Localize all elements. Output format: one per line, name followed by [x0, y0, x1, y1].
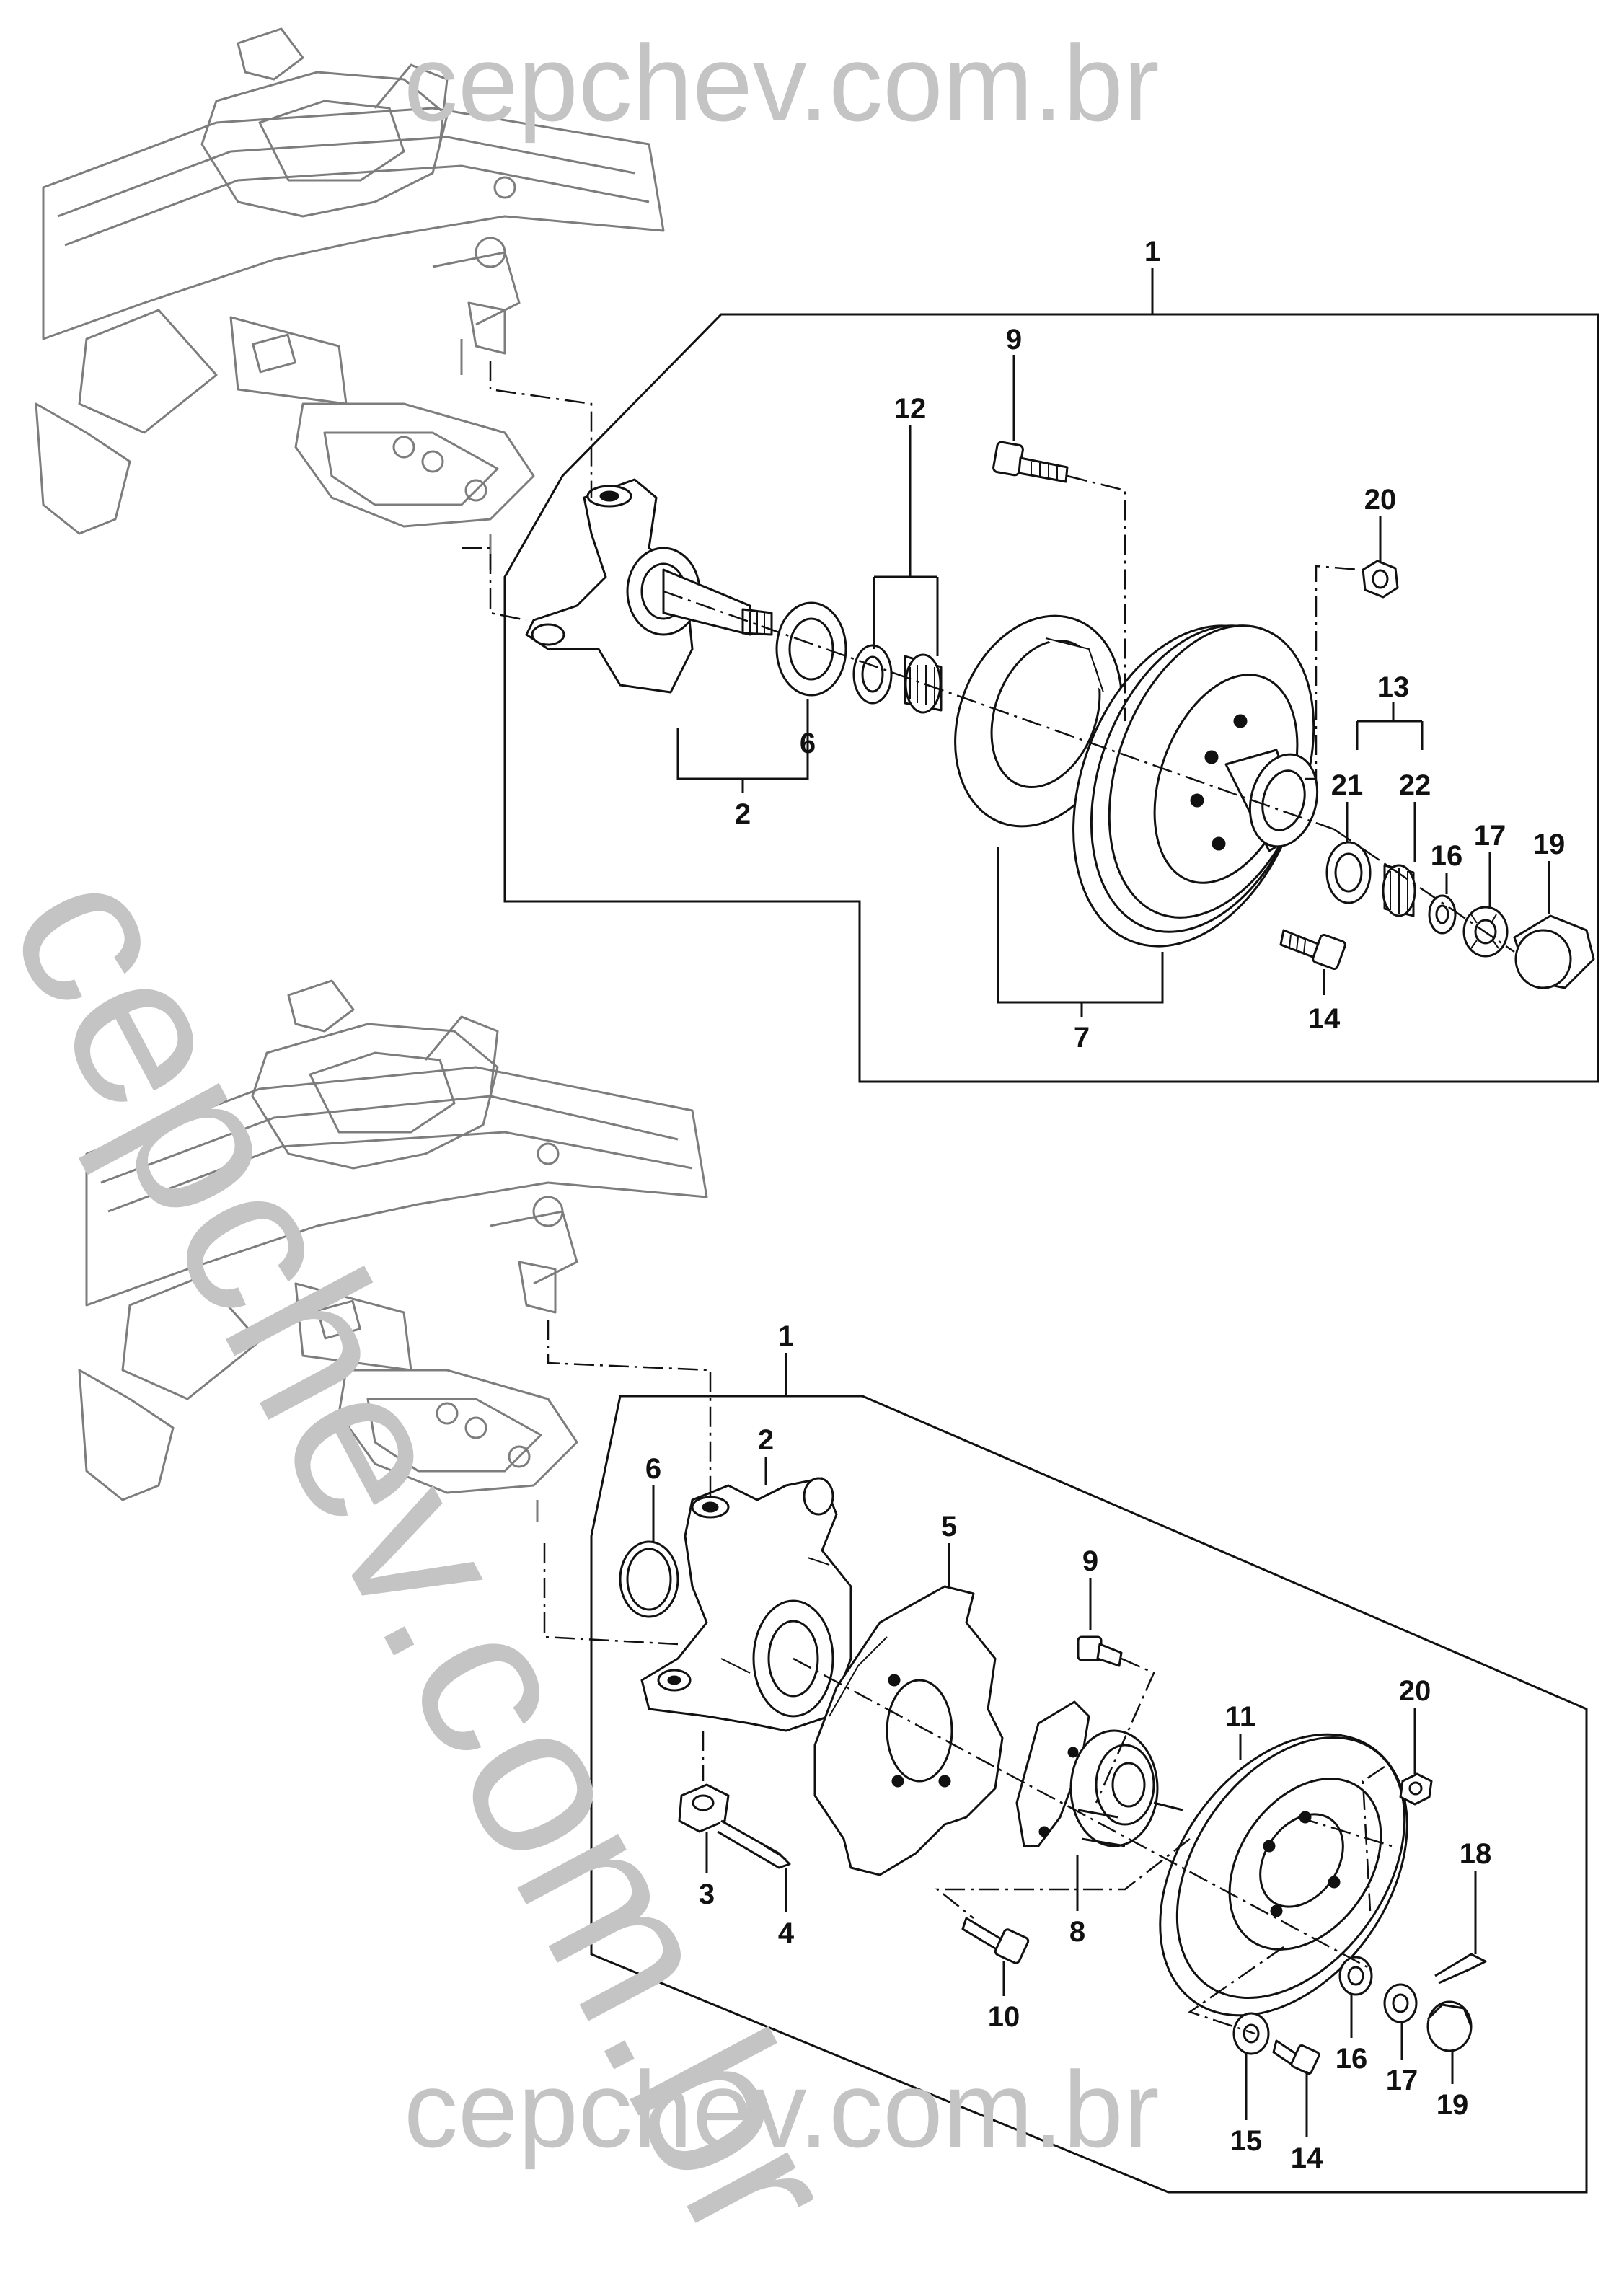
callout-lower-15: 15	[1230, 2125, 1263, 2157]
callout-lower-2: 2	[758, 1424, 774, 1456]
assembly-frame	[590, 1395, 1588, 2194]
chassis-frame-icon	[78, 979, 708, 1522]
callout-lower-8: 8	[1069, 1916, 1085, 1948]
callout-upper-1: 1	[1144, 236, 1160, 268]
nut-icon	[1362, 560, 1399, 599]
nut-icon	[1383, 1983, 1418, 2023]
callout-upper-20: 20	[1364, 484, 1397, 516]
callout-lower-1: 1	[778, 1320, 794, 1352]
parts-diagram: 1 2 6 9 12 20 13 21 22 16 17 19 14 7 1 2…	[0, 22, 1599, 2278]
callout-upper-9: 9	[1006, 324, 1022, 356]
bolt-icon	[992, 441, 1069, 483]
callout-lower-4: 4	[778, 1917, 795, 1949]
seal-icon	[619, 1540, 679, 1618]
callout-lower-18: 18	[1460, 1838, 1492, 1870]
cap-icon	[1513, 914, 1595, 989]
callout-lower-6: 6	[645, 1453, 661, 1485]
callout-lower-11: 11	[1225, 1701, 1255, 1733]
hub-icon	[1224, 749, 1319, 852]
alignment-line	[543, 1320, 1393, 2035]
bolt-icon	[1077, 1635, 1123, 1667]
splash-shield-icon	[813, 1585, 1004, 1876]
bearing-icon	[852, 644, 943, 714]
callout-upper-13: 13	[1377, 671, 1410, 703]
callout-lower-19: 19	[1437, 2089, 1469, 2121]
cotter-pin-icon	[717, 1819, 791, 1869]
watermark-top: cepchev.com.br	[404, 22, 1160, 144]
callout-upper-17: 17	[1474, 820, 1506, 852]
washer-icon	[1338, 1956, 1373, 1996]
nut-icon	[1399, 1772, 1433, 1806]
callout-lower-17: 17	[1386, 2065, 1418, 2096]
steering-knuckle-icon	[640, 1477, 852, 1732]
bolt-icon	[1279, 929, 1346, 971]
callout-lower-16: 16	[1336, 2043, 1368, 2075]
callout-leader	[652, 1353, 1477, 2137]
cap-icon	[1426, 2000, 1473, 2052]
callout-upper-19: 19	[1533, 829, 1566, 860]
cotter-pin-icon	[1434, 1953, 1487, 1985]
hub-icon	[1015, 1700, 1183, 1847]
callout-lower-5: 5	[941, 1511, 957, 1542]
callout-upper-2: 2	[735, 798, 751, 830]
callout-lower-3: 3	[699, 1879, 715, 1910]
callout-lower-20: 20	[1399, 1675, 1431, 1707]
washer-icon	[1428, 894, 1457, 935]
nut-icon	[678, 1783, 730, 1833]
callout-lower-10: 10	[988, 2001, 1020, 2033]
callout-upper-12: 12	[894, 393, 927, 425]
bearing-icon	[1325, 841, 1372, 904]
assembly-frame	[503, 313, 1599, 1083]
callout-upper-6: 6	[800, 728, 816, 759]
bolt-icon	[961, 1917, 1030, 1964]
callout-upper-7: 7	[1074, 1022, 1090, 1054]
callout-leader	[676, 268, 1550, 1017]
washer-icon	[1232, 2012, 1270, 2055]
seal-icon	[775, 601, 847, 697]
bolt-icon	[1272, 2039, 1320, 2075]
callout-upper-16: 16	[1431, 840, 1463, 872]
callout-upper-22: 22	[1399, 769, 1431, 801]
callout-lower-9: 9	[1082, 1545, 1098, 1577]
alignment-line	[462, 361, 1515, 953]
steering-knuckle-icon	[525, 478, 773, 694]
callout-upper-14: 14	[1308, 1003, 1341, 1035]
callout-lower-14: 14	[1291, 2142, 1323, 2174]
watermark-bottom: cepchev.com.br	[404, 2049, 1160, 2170]
brake-disc-icon	[1159, 1733, 1408, 2017]
callout-upper-21: 21	[1331, 769, 1364, 801]
